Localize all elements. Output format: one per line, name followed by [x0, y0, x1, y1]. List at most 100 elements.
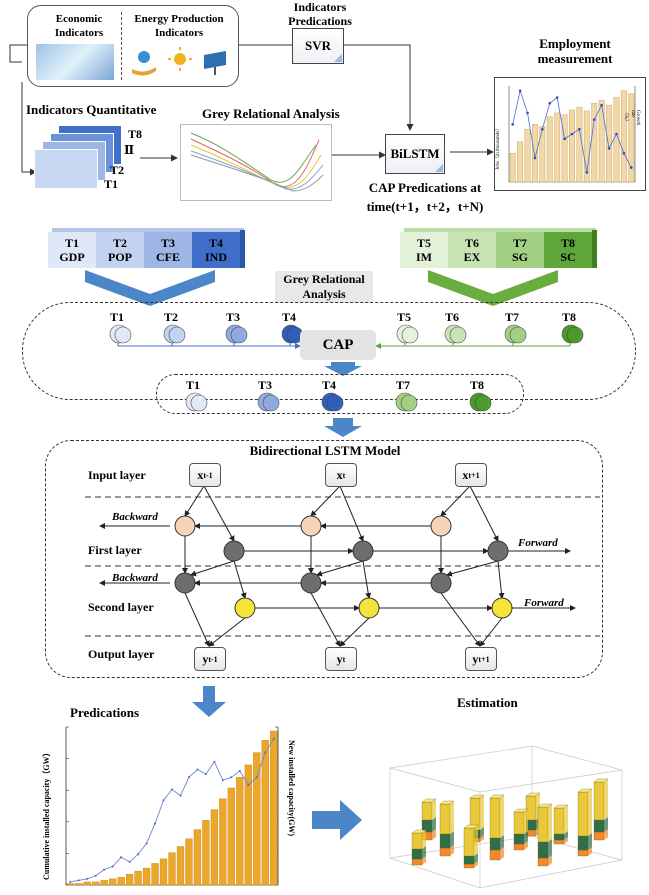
blue-chevron	[85, 270, 215, 306]
estimation-bar-side	[604, 779, 608, 820]
new-capacity-point	[94, 874, 97, 877]
estimation-bar-segment	[489, 837, 501, 851]
estimation-chart	[389, 745, 623, 889]
new-capacity-point	[272, 737, 275, 740]
estimation-bar-side	[564, 805, 568, 834]
energy-bar-side	[592, 230, 597, 268]
estimation-bar-segment	[463, 827, 475, 857]
estimation-bar-side	[500, 795, 504, 838]
employment-bar	[561, 114, 568, 183]
estimation-bar-top	[421, 798, 437, 803]
estimation-bar-side	[480, 795, 484, 830]
sel-cylinder-face	[190, 394, 208, 412]
gra-cylinder-face	[114, 326, 132, 344]
growth-rate-point	[526, 111, 529, 115]
capacity-bar	[176, 846, 185, 886]
estimation-bar-side	[604, 829, 608, 840]
estimation-bar-segment	[553, 839, 565, 845]
estimation-bar-segment	[577, 791, 589, 837]
backward-cell-layer1	[174, 515, 196, 537]
employment-bar	[546, 116, 553, 183]
estimation-top-plane	[389, 745, 623, 793]
forward-cell-layer2	[358, 597, 380, 619]
new-capacity-point	[137, 853, 140, 856]
capacity-bar	[236, 777, 244, 886]
growth-rate-point	[533, 156, 537, 160]
backward-cell-layer1	[300, 515, 322, 537]
new-capacity-point	[154, 822, 157, 825]
forward-cell-layer1	[352, 540, 374, 562]
new-capacity-point	[238, 770, 241, 773]
capacity-bar	[75, 883, 83, 886]
estimation-bar-segment	[489, 849, 501, 861]
first-layer-label: First layer	[88, 543, 142, 557]
growth-rate-point	[548, 101, 552, 105]
estimation-bar-segment	[439, 803, 451, 835]
growth-rate-point	[518, 89, 522, 93]
capacity-bar	[159, 858, 168, 886]
estimation-bar-segment	[537, 806, 549, 843]
sel-node-label: T3	[258, 378, 273, 392]
gra-title-bg	[275, 271, 373, 303]
estimation-bar-side	[480, 835, 484, 842]
growth-rate-point	[622, 151, 626, 155]
capacity-bar	[151, 863, 159, 886]
predications-label: Predications	[70, 705, 140, 720]
employment-bar	[524, 128, 531, 183]
new-capacity-point	[171, 788, 173, 791]
estimation-bar-side	[588, 789, 592, 836]
employment-bar	[628, 93, 635, 183]
capacity-bar	[100, 880, 108, 886]
employment-bar	[583, 110, 590, 183]
capacity-bar	[125, 874, 134, 886]
estimation-bar-top	[553, 804, 569, 809]
estimation-bar-segment	[421, 801, 433, 821]
employment-bar	[509, 152, 516, 183]
estimation-bar-segment	[577, 835, 589, 851]
new-capacity-point	[179, 794, 182, 797]
estimation-bar-segment	[411, 858, 423, 866]
sel-cylinder-face	[262, 394, 280, 412]
gra-cylinder-face	[230, 326, 248, 344]
economic-bar-side	[240, 230, 245, 268]
lstm-edge	[446, 560, 499, 577]
estimation-bar-top	[489, 794, 505, 799]
estimation-bar-side	[524, 831, 528, 844]
gra-node-label: T8	[562, 310, 577, 324]
estimation-bar-side	[500, 835, 504, 850]
capacity-bar	[66, 883, 74, 886]
estimation-bar-segment	[593, 819, 605, 833]
new-capacity-point	[145, 842, 148, 845]
lstm-edge	[339, 485, 364, 542]
gra-node-label: T2	[164, 310, 179, 324]
new-capacity-point	[128, 860, 131, 863]
employment-chart	[494, 77, 646, 191]
lstm-edge	[203, 485, 235, 542]
capacity-bar	[109, 878, 117, 886]
estimation-bar-segment	[411, 848, 423, 860]
growth-rate-point	[592, 118, 596, 121]
green-chevron	[428, 270, 558, 306]
new-capacity-point	[213, 760, 216, 763]
new-capacity-point	[247, 783, 250, 786]
gra-node-label: T3	[226, 310, 241, 324]
estimation-bar-top	[577, 788, 593, 793]
down-arrow-3	[192, 686, 226, 717]
growth-rate-point	[570, 132, 574, 136]
growth-rate-point	[585, 171, 589, 174]
employment-bar	[620, 90, 627, 183]
estimation-bar-side	[450, 845, 454, 856]
energy-indicators-label: Energy Production Indicators	[134, 13, 224, 39]
solar-panel-icon	[200, 45, 230, 77]
estimation-bar-segment	[553, 807, 565, 835]
estimation-bar-side	[474, 861, 478, 868]
estimation-bar-side	[548, 804, 552, 842]
lstm-edge	[440, 592, 481, 647]
backward-cell-layer2	[174, 572, 196, 594]
